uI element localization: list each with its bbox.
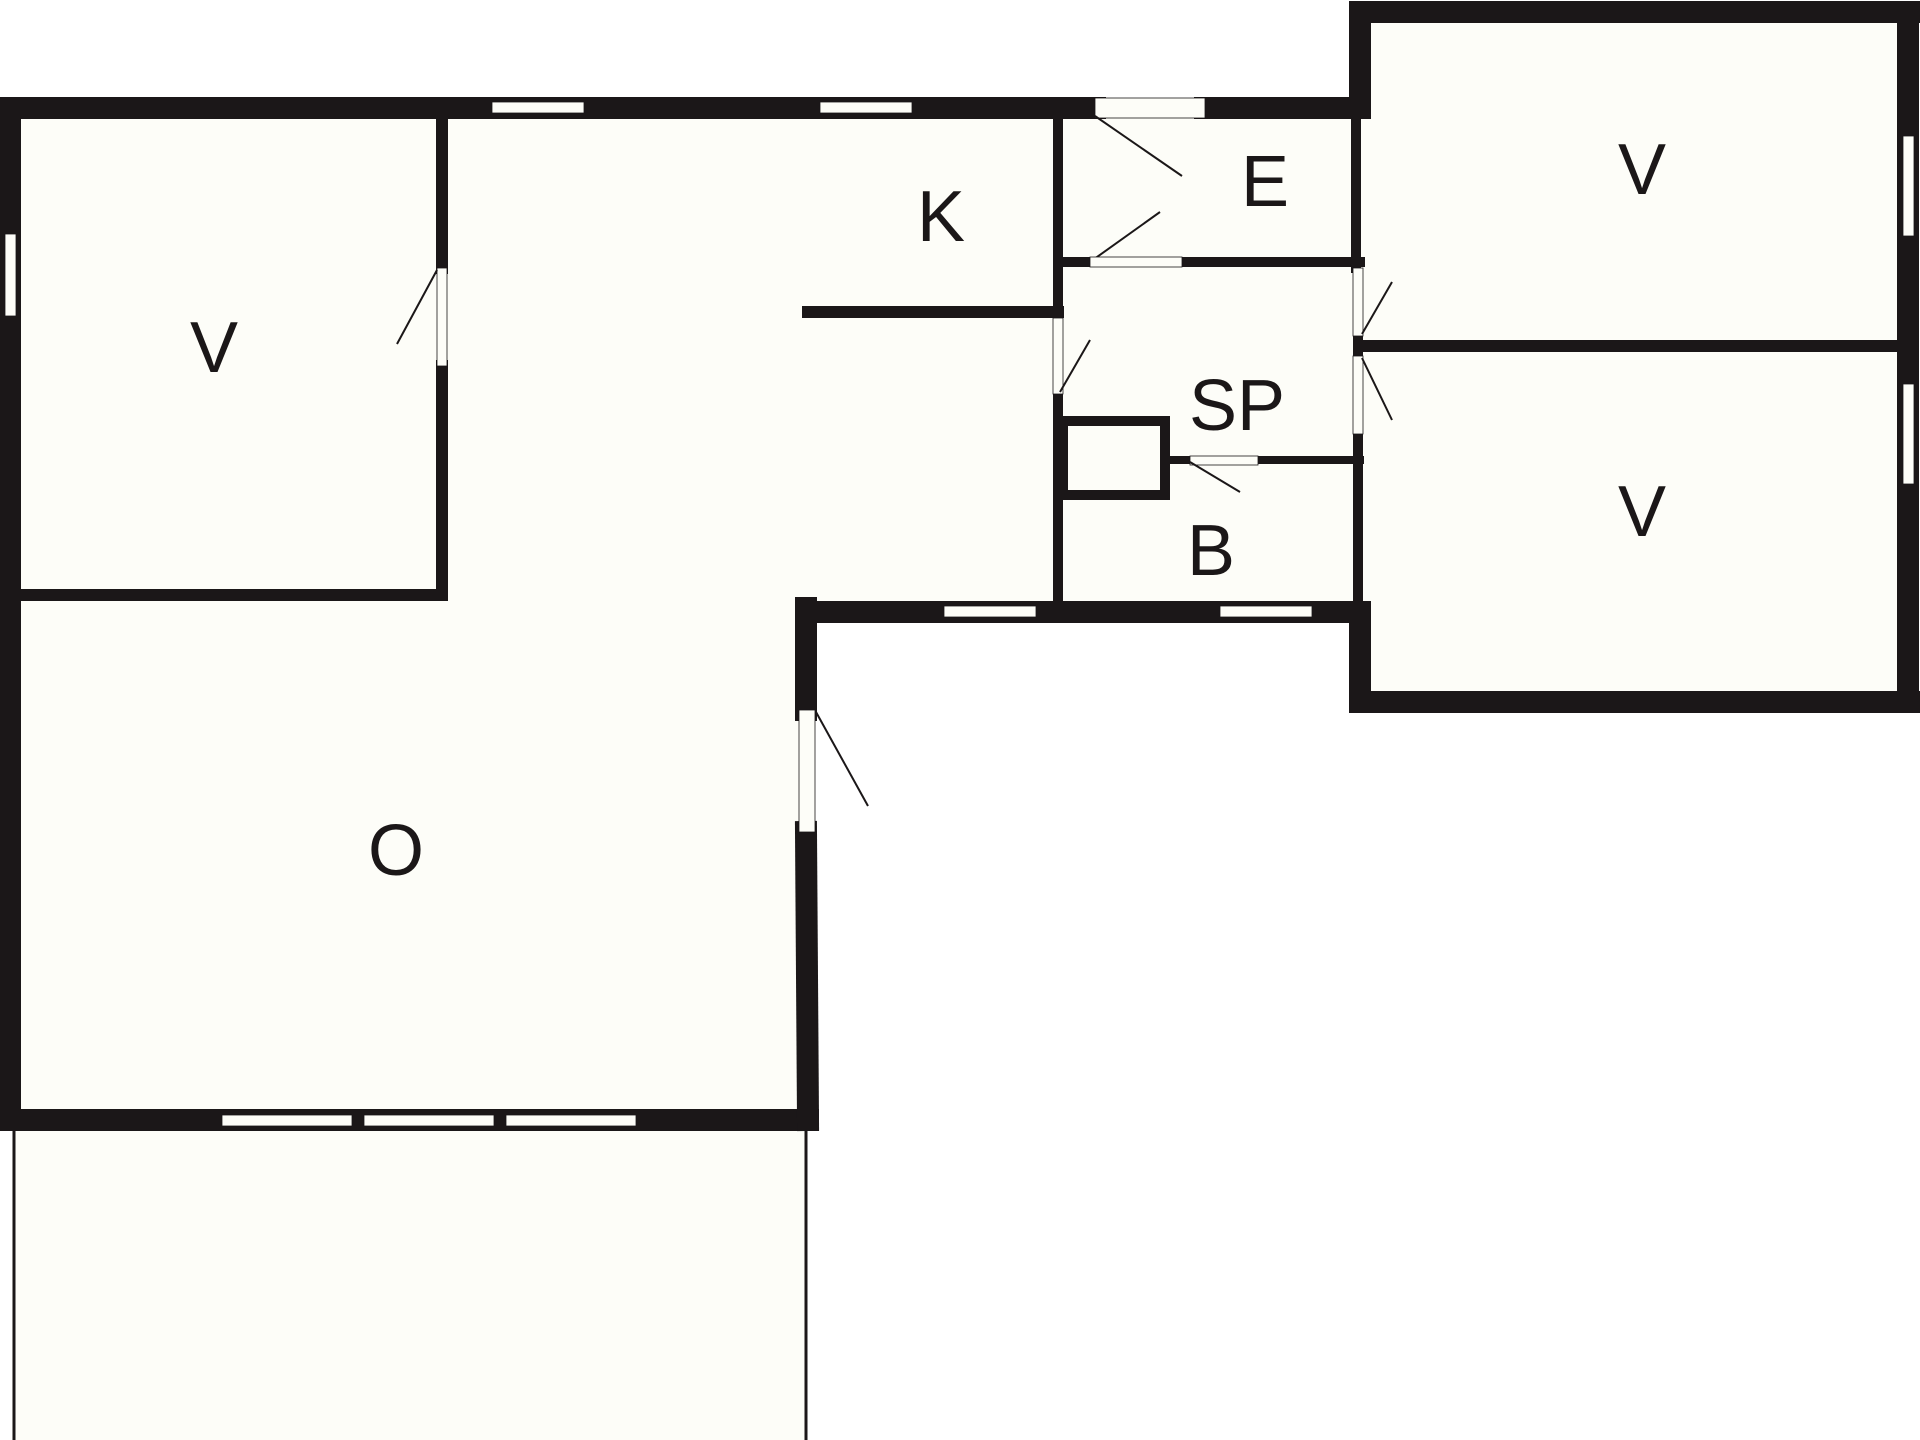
door-opening-bedroom-ne (1352, 267, 1364, 337)
floor-terrace (12, 1120, 807, 1440)
window-terrace-2 (363, 1114, 495, 1127)
label-storage: SP (1189, 366, 1285, 446)
door-opening-bedroom-se (1352, 355, 1364, 435)
window-north-1 (491, 101, 585, 114)
label-bedroom-northeast: V (1618, 130, 1666, 210)
wall-east-living-lower (794, 820, 820, 1132)
label-living: O (368, 811, 424, 891)
terrace-outline (12, 1130, 808, 1440)
label-entry: E (1241, 142, 1289, 222)
label-bedroom-west: V (190, 308, 238, 388)
window-terrace-3 (505, 1114, 637, 1127)
door-swing-bedroom-west (396, 269, 438, 345)
window-north-2 (819, 101, 913, 114)
floor-areas (10, 12, 1908, 1440)
door-swing-bedroom-se (1361, 357, 1393, 421)
door-swing-entry-2 (1089, 211, 1161, 263)
door-opening-entry-inner (1089, 256, 1183, 268)
door-swing-kitchen-service (1059, 339, 1091, 393)
doors (396, 97, 1393, 833)
room-labels: V K E SP B V V O (190, 130, 1666, 891)
door-opening-living-exterior (798, 709, 816, 833)
window-east-lower (1902, 383, 1915, 485)
label-kitchen: K (917, 177, 965, 257)
window-terrace-1 (221, 1114, 353, 1127)
window-service-south-1 (943, 605, 1037, 618)
floor-living (10, 600, 810, 1120)
door-swing-living-exterior (815, 711, 869, 807)
label-bath: B (1187, 511, 1235, 591)
windows (4, 101, 1915, 1127)
door-swing-bedroom-ne (1361, 281, 1393, 335)
door-swing-bath (1189, 461, 1241, 493)
door-opening-bath (1189, 455, 1259, 466)
door-opening-kitchen-service (1052, 317, 1064, 395)
door-opening-bedroom-west (436, 267, 448, 367)
window-west (4, 233, 17, 317)
floor-main (10, 108, 1060, 608)
door-swing-entry-1 (1094, 115, 1183, 177)
door-opening-entry (1094, 97, 1206, 119)
floor-service (1058, 108, 1368, 608)
floor-wing (1360, 12, 1908, 702)
window-east-upper (1902, 135, 1915, 237)
window-service-south-2 (1219, 605, 1313, 618)
label-bedroom-southeast: V (1618, 472, 1666, 552)
